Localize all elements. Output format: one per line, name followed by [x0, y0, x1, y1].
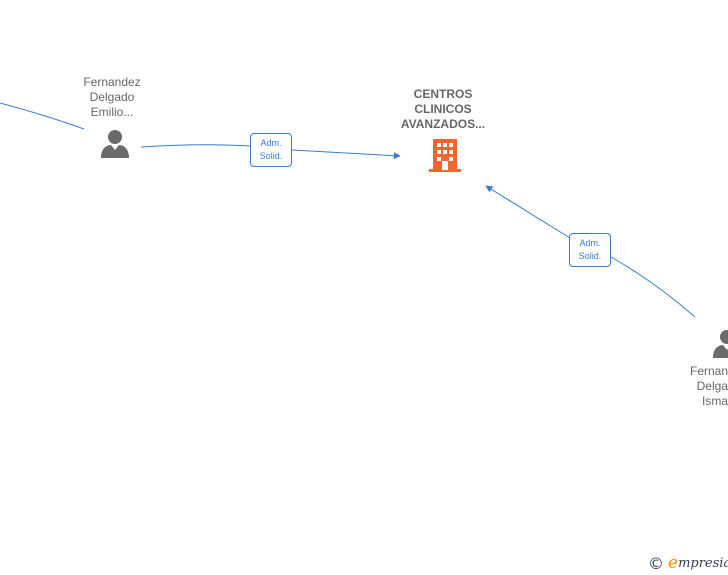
copyright-icon: © [648, 553, 664, 573]
brand-logo-initial: e [668, 553, 679, 573]
person-icon[interactable] [711, 328, 728, 360]
footer-brand[interactable]: © e mpresia [648, 552, 728, 574]
edge-ismael-to-company [486, 186, 696, 318]
edge-role-badge[interactable]: Adm. Solid. [569, 233, 611, 267]
brand-logo-text: mpresia [678, 555, 728, 571]
building-icon[interactable] [428, 137, 462, 173]
edge-role-line2: Solid. [259, 151, 283, 161]
edge-role-line1: Adm. [579, 238, 601, 248]
person-ismael-label[interactable]: Fernan Delga Isma [690, 364, 728, 408]
edge-offscreen-to-emilio [0, 102, 85, 130]
edge-role-line1: Adm. [260, 138, 282, 148]
edge-role-line2: Solid. [578, 251, 602, 261]
edge-role-badge[interactable]: Adm. Solid. [250, 133, 292, 167]
company-label[interactable]: CENTROS CLINICOS AVANZADOS... [400, 87, 486, 131]
person-emilio-label[interactable]: Fernandez Delgado Emilio... [83, 75, 141, 119]
person-icon[interactable] [99, 128, 131, 160]
